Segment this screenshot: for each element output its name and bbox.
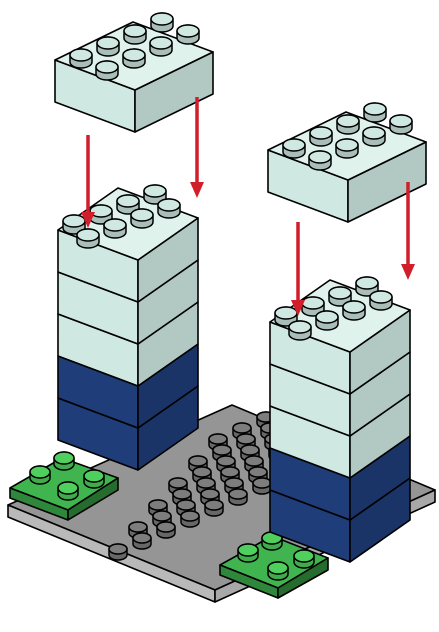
stud — [309, 151, 331, 170]
stud — [104, 219, 126, 238]
stud — [157, 522, 175, 538]
stud — [84, 470, 104, 488]
stud — [268, 562, 288, 580]
stud — [336, 139, 358, 158]
stud — [363, 127, 385, 146]
stud — [289, 321, 311, 340]
stud — [124, 25, 146, 44]
arrow-left-b — [190, 97, 204, 198]
stud — [283, 139, 305, 158]
stud — [310, 127, 332, 146]
stud — [253, 478, 271, 494]
stud — [109, 544, 127, 560]
stud — [343, 301, 365, 320]
stud — [123, 49, 145, 68]
left-falling-brick — [55, 13, 213, 132]
stud — [151, 13, 173, 32]
stud — [58, 482, 78, 500]
stud — [337, 115, 359, 134]
arrow-right-a — [291, 222, 305, 316]
stud — [177, 25, 199, 44]
stud — [229, 489, 247, 505]
stud — [97, 37, 119, 56]
stud — [158, 199, 180, 218]
stud — [133, 533, 151, 549]
stud — [181, 511, 199, 527]
stud — [370, 291, 392, 310]
stud — [30, 466, 50, 484]
right-tower — [270, 277, 410, 562]
stud — [77, 229, 99, 248]
stud — [364, 103, 386, 122]
stud — [294, 550, 314, 568]
right-falling-brick — [268, 103, 426, 222]
stud — [205, 500, 223, 516]
stud — [96, 61, 118, 80]
stud — [316, 311, 338, 330]
arrow-right-b — [401, 182, 415, 280]
stud — [70, 49, 92, 68]
left-tower — [58, 185, 198, 470]
arrow-left-a — [81, 135, 95, 228]
stud — [150, 37, 172, 56]
stud — [54, 452, 74, 470]
stud — [131, 209, 153, 228]
stud — [390, 115, 412, 134]
stud — [238, 544, 258, 562]
